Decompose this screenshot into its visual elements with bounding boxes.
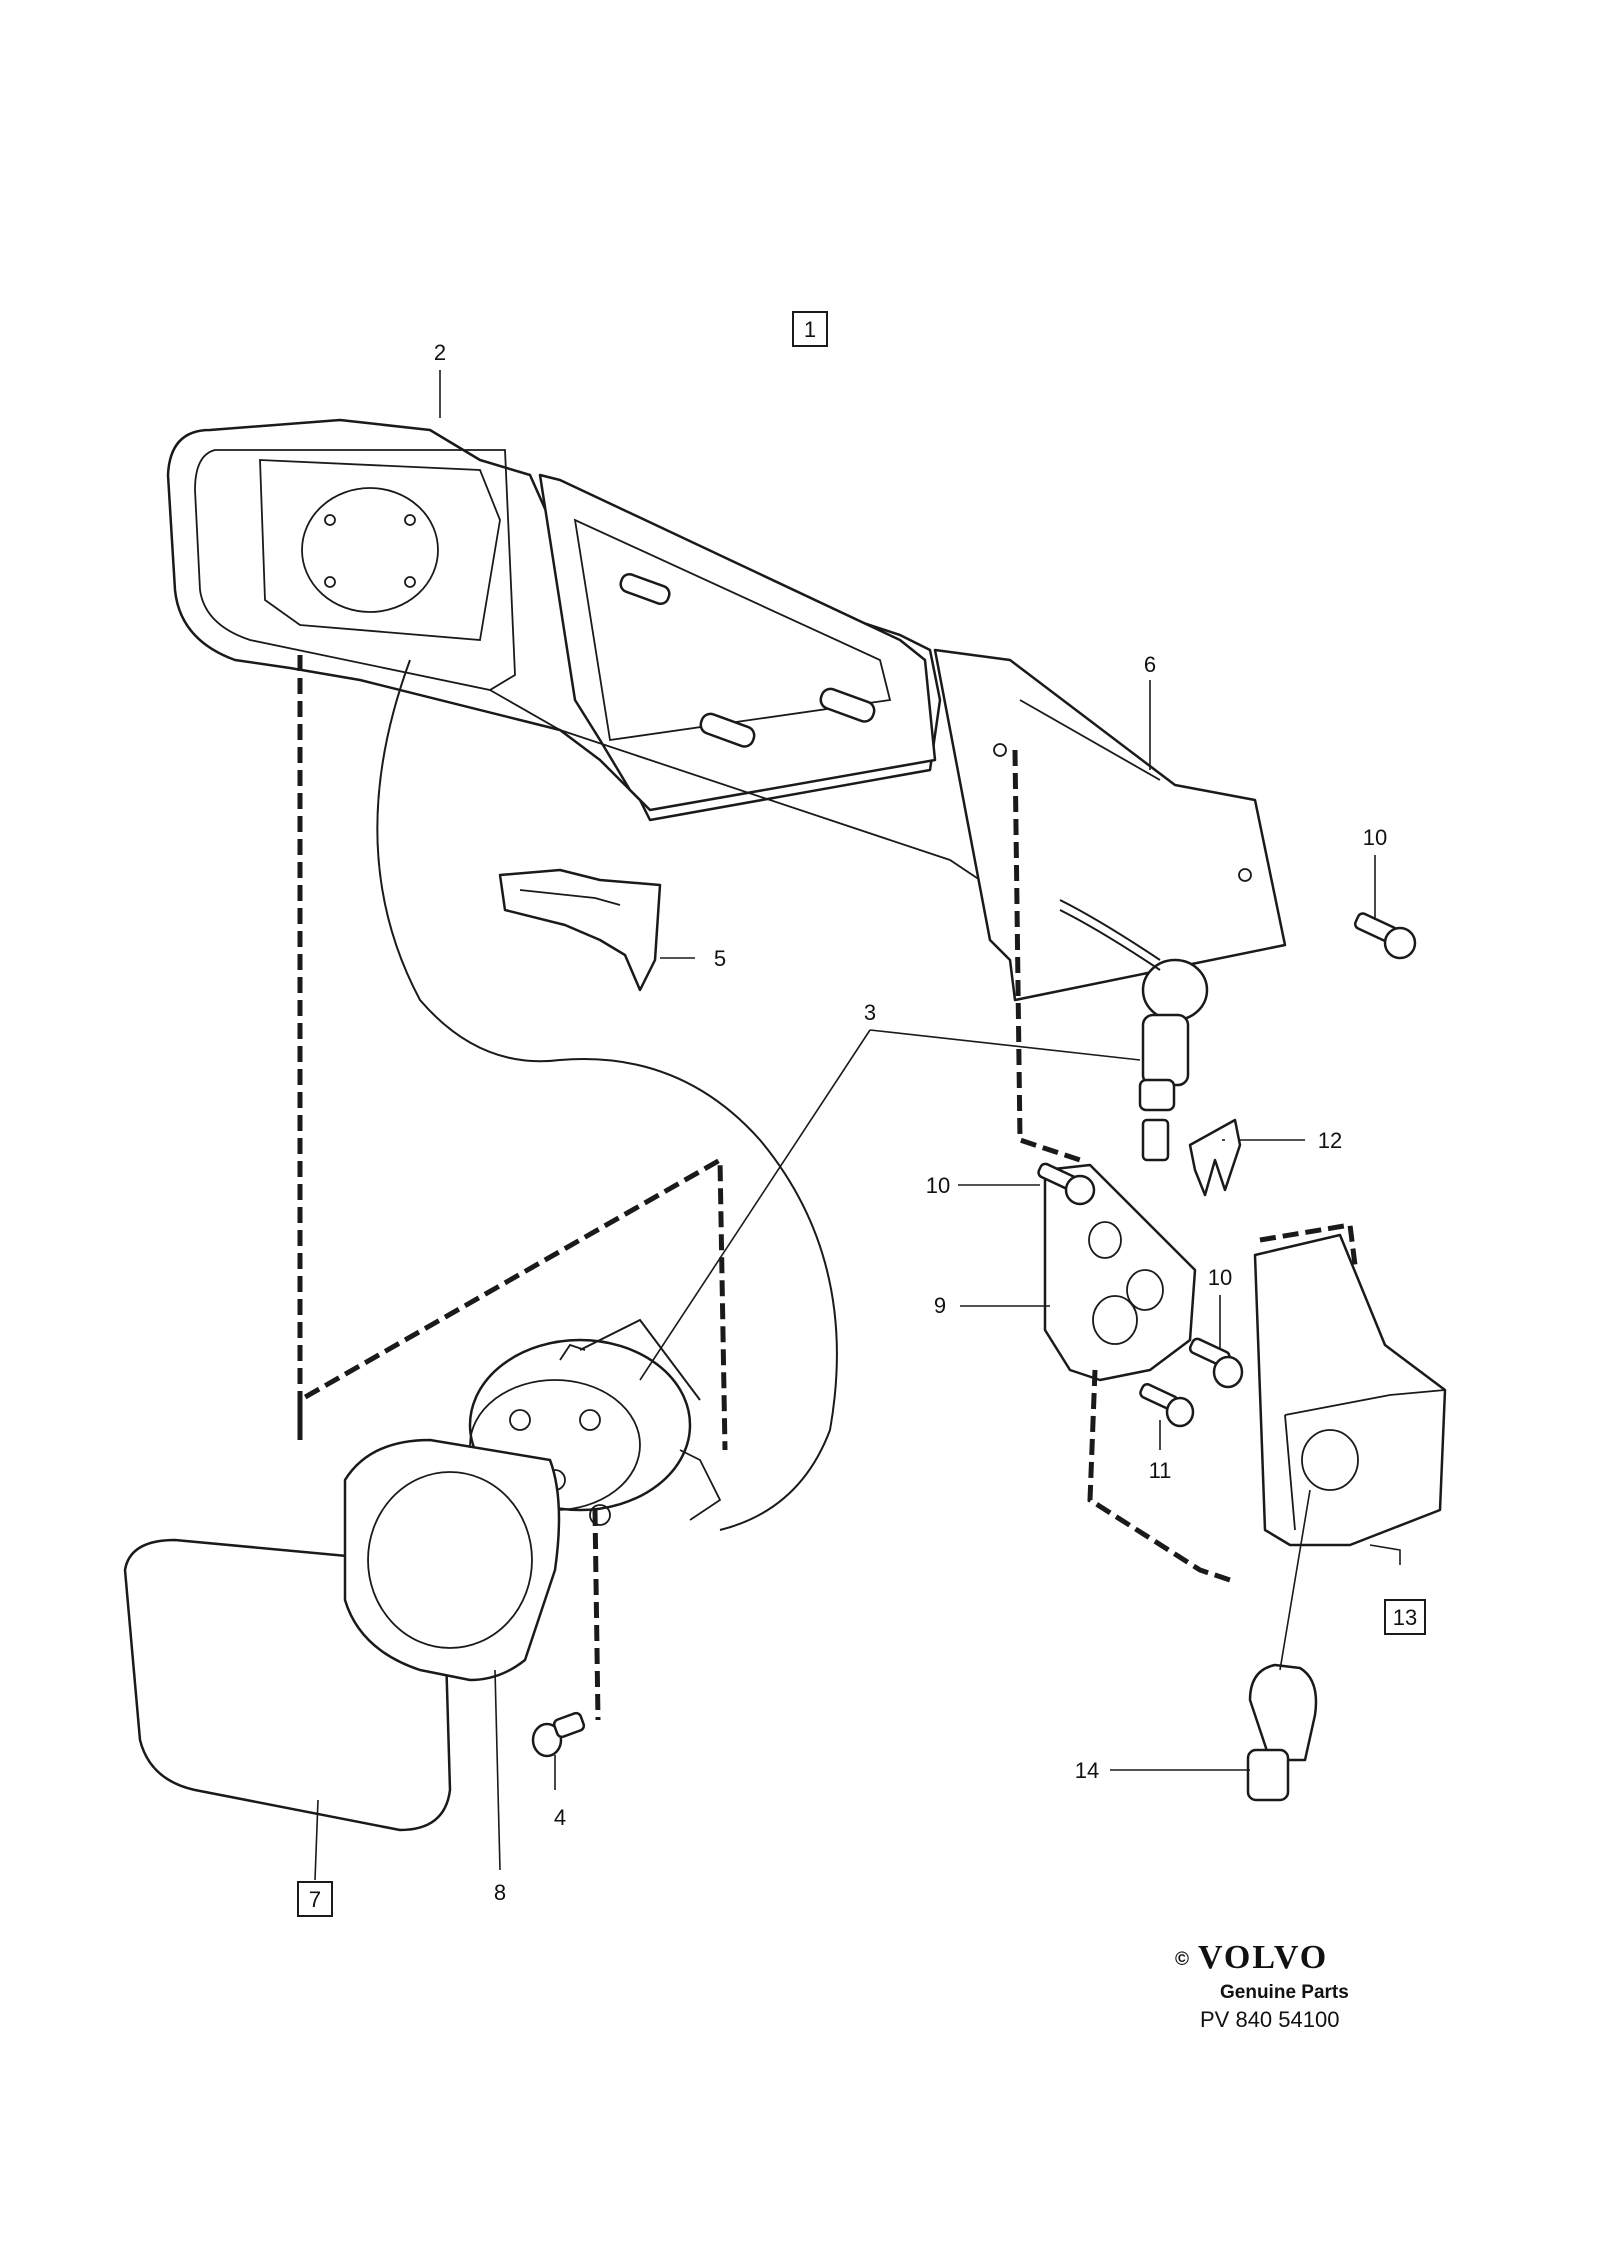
svg-text:©: © [1175,1949,1189,1970]
volvo-logo-text: VOLVO [1198,1939,1328,1976]
screw-part-4 [531,1711,586,1758]
clip-part-12 [1188,1118,1242,1197]
volvo-footer: © VOLVO Genuine Parts PV 840 54100 [1175,1939,1349,2032]
dashed-reference-lines [297,655,1231,1721]
callout-9: 9 [934,1293,946,1318]
leader-lines [314,370,1401,1881]
bracket-part-9 [1043,1163,1197,1382]
svg-text:11: 11 [1149,1458,1172,1483]
plug-part-14 [1246,1663,1318,1802]
svg-text:6: 6 [1144,652,1156,677]
clip-part-5 [498,868,662,992]
svg-text:2: 2 [434,340,446,365]
mirror-housing-part-2 [166,418,981,881]
svg-text:10: 10 [926,1173,950,1198]
screw-part-11 [1139,1383,1195,1428]
genuine-parts-text: Genuine Parts [1220,1982,1349,2003]
callout-10-middle: 10 [926,1173,950,1198]
callout-7: 7 [297,1881,333,1917]
svg-text:8: 8 [494,1880,506,1905]
bolt-part-10-top [1353,912,1417,960]
svg-text:5: 5 [714,946,726,971]
svg-text:7: 7 [309,1887,321,1912]
callout-11: 11 [1149,1458,1172,1483]
callout-8: 8 [494,1880,506,1905]
svg-text:9: 9 [934,1293,946,1318]
callout-10-right: 10 [1208,1265,1232,1290]
cable [376,659,838,1531]
svg-text:10: 10 [1208,1265,1232,1290]
svg-text:14: 14 [1075,1758,1099,1783]
svg-text:12: 12 [1318,1128,1342,1153]
svg-text:1: 1 [804,317,816,342]
svg-text:3: 3 [864,1000,876,1025]
callout-5: 5 [714,946,726,971]
callout-2: 2 [434,340,446,365]
callout-13: 13 [1384,1599,1426,1635]
callout-14: 14 [1075,1758,1099,1783]
callout-10-top: 10 [1363,825,1387,850]
bolt-part-10-right [1188,1337,1244,1389]
assembly-label-1: 1 [792,311,828,347]
svg-text:13: 13 [1393,1605,1417,1630]
callout-12: 12 [1240,1128,1342,1153]
svg-text:4: 4 [554,1805,566,1830]
callout-3: 3 [864,1000,876,1025]
ring-part-8 [343,1438,561,1682]
cover-part-13 [1253,1222,1447,1547]
bolt-part-10-middle [1037,1162,1096,1206]
callout-4: 4 [554,1805,566,1830]
part-code-text: PV 840 54100 [1200,2007,1339,2032]
gasket-part-6 [933,648,1287,1002]
svg-text:10: 10 [1363,825,1387,850]
callout-6: 6 [1144,652,1156,677]
